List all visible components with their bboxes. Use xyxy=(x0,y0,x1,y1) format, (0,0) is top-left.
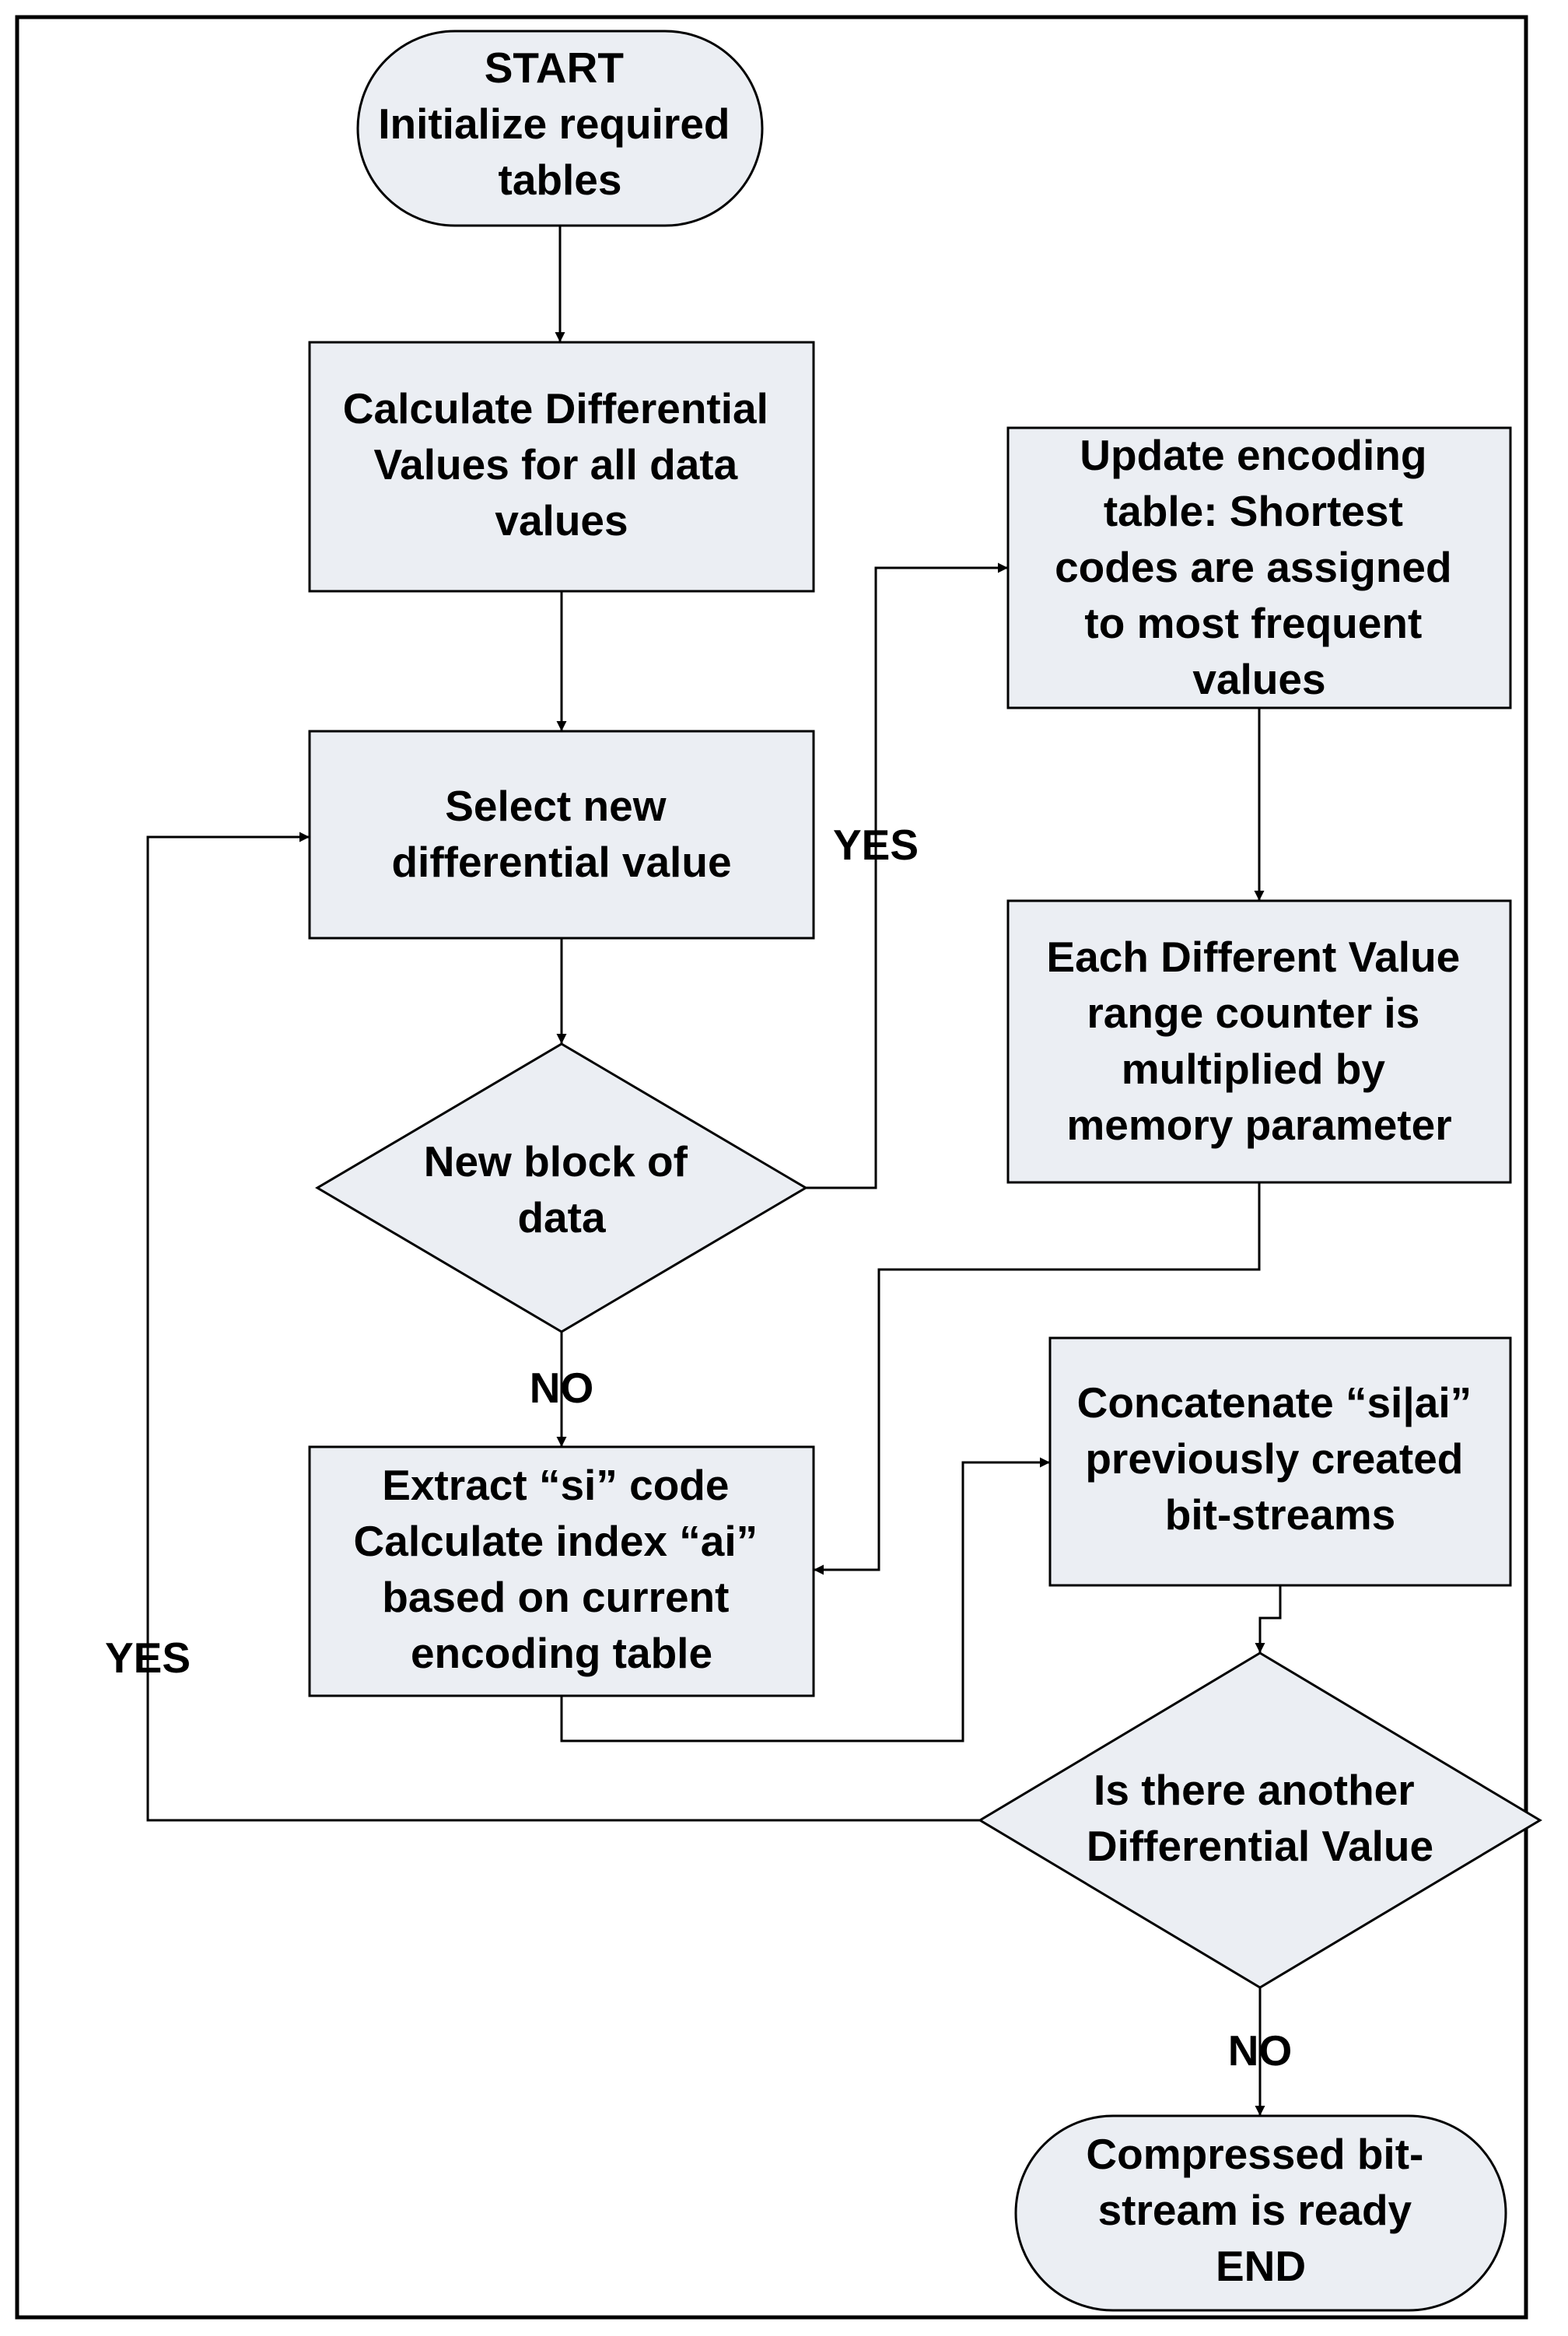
end-line-3: END xyxy=(1216,2242,1306,2290)
new-block-line-2: data xyxy=(517,1193,606,1242)
new-block-line-1: New block of xyxy=(424,1137,688,1186)
calculate-differential-line-3: values xyxy=(495,496,628,545)
update-encoding-line-3: codes are assigned xyxy=(1055,543,1452,591)
edge-range-counter-to-extract xyxy=(814,1182,1261,1575)
svg-text:START Initialize require: START Initialize required tables xyxy=(378,44,742,204)
edge-another-yes-to-select xyxy=(146,832,980,1822)
range-counter-line-3: multiplied by xyxy=(1122,1045,1386,1093)
range-counter-box: Each Different Value range counter is mu… xyxy=(1006,899,1512,1184)
another-value-line-1: Is there another xyxy=(1094,1766,1415,1814)
svg-text:Update encoding table: S: Update encoding table: Shortest codes ar… xyxy=(1055,431,1464,703)
svg-text:Is there another Differe: Is there another Differential Value xyxy=(1087,1766,1433,1870)
range-counter-line-2: range counter is xyxy=(1087,989,1419,1037)
edge-label-another-no: NO xyxy=(1228,2026,1293,2075)
calculate-differential-line-2: Values for all data xyxy=(374,440,738,489)
end-line-1: Compressed bit- xyxy=(1086,2130,1423,2178)
svg-text:Compressed bit- stream: Compressed bit- stream is ready END xyxy=(1086,2130,1435,2290)
update-encoding-line-4: to most frequent xyxy=(1084,599,1422,647)
extract-line-3: based on current xyxy=(382,1573,729,1621)
concatenate-line-3: bit-streams xyxy=(1165,1490,1395,1539)
end-line-2: stream is ready xyxy=(1098,2186,1412,2234)
extract-code-box: Extract “si” code Calculate index “ai” b… xyxy=(308,1445,815,1697)
svg-text:Each Different Value ran: Each Different Value range counter is mu… xyxy=(1046,933,1472,1149)
update-encoding-line-2: table: Shortest xyxy=(1104,487,1403,535)
svg-text:Calculate Differential V: Calculate Differential Values for all da… xyxy=(343,384,780,545)
new-block-decision: New block of data xyxy=(315,1042,808,1333)
start-line-2: Initialize required xyxy=(378,100,730,148)
svg-text:Select new differential: Select new differential value xyxy=(391,782,731,886)
range-counter-line-1: Each Different Value xyxy=(1046,933,1460,981)
edge-label-new-block-no: NO xyxy=(530,1364,594,1412)
start-line-1: START xyxy=(485,44,624,92)
calculate-differential-box: Calculate Differential Values for all da… xyxy=(308,341,815,593)
concatenate-line-1: Concatenate “si|ai” xyxy=(1077,1378,1472,1427)
update-encoding-line-5: values xyxy=(1192,655,1325,703)
edge-label-another-yes: YES xyxy=(105,1634,191,1682)
edge-label-new-block-yes: YES xyxy=(833,821,919,869)
select-value-line-1: Select new xyxy=(445,782,667,830)
edge-concatenate-to-another xyxy=(1255,1585,1282,1653)
another-value-decision: Is there another Differential Value xyxy=(978,1651,1542,1989)
range-counter-line-4: memory parameter xyxy=(1066,1101,1451,1149)
concatenate-box: Concatenate “si|ai” previously created b… xyxy=(1048,1336,1512,1587)
end-terminal: Compressed bit- stream is ready END xyxy=(1014,2114,1507,2312)
calculate-differential-line-1: Calculate Differential xyxy=(343,384,768,433)
extract-line-1: Extract “si” code xyxy=(382,1461,729,1509)
start-line-3: tables xyxy=(499,156,622,204)
select-value-line-2: differential value xyxy=(391,838,731,886)
svg-text:Extract “si” code Calcul: Extract “si” code Calculate index “ai” b… xyxy=(354,1461,770,1677)
edge-decision-yes-to-update xyxy=(806,562,1008,1189)
edge-extract-to-concatenate xyxy=(560,1457,1050,1742)
concatenate-line-2: previously created xyxy=(1085,1434,1463,1483)
update-encoding-line-1: Update encoding xyxy=(1080,431,1426,479)
svg-text:Concatenate “si|ai” prev: Concatenate “si|ai” previously created b… xyxy=(1077,1378,1484,1539)
extract-line-2: Calculate index “ai” xyxy=(354,1517,758,1565)
update-encoding-table-box: Update encoding table: Shortest codes ar… xyxy=(1006,426,1512,709)
start-terminal: START Initialize required tables xyxy=(356,30,764,227)
select-new-value-box: Select new differential value xyxy=(308,730,815,940)
extract-line-4: encoding table xyxy=(411,1629,712,1677)
svg-text:New block of data: New block of data xyxy=(424,1137,700,1242)
another-value-line-2: Differential Value xyxy=(1087,1822,1433,1870)
